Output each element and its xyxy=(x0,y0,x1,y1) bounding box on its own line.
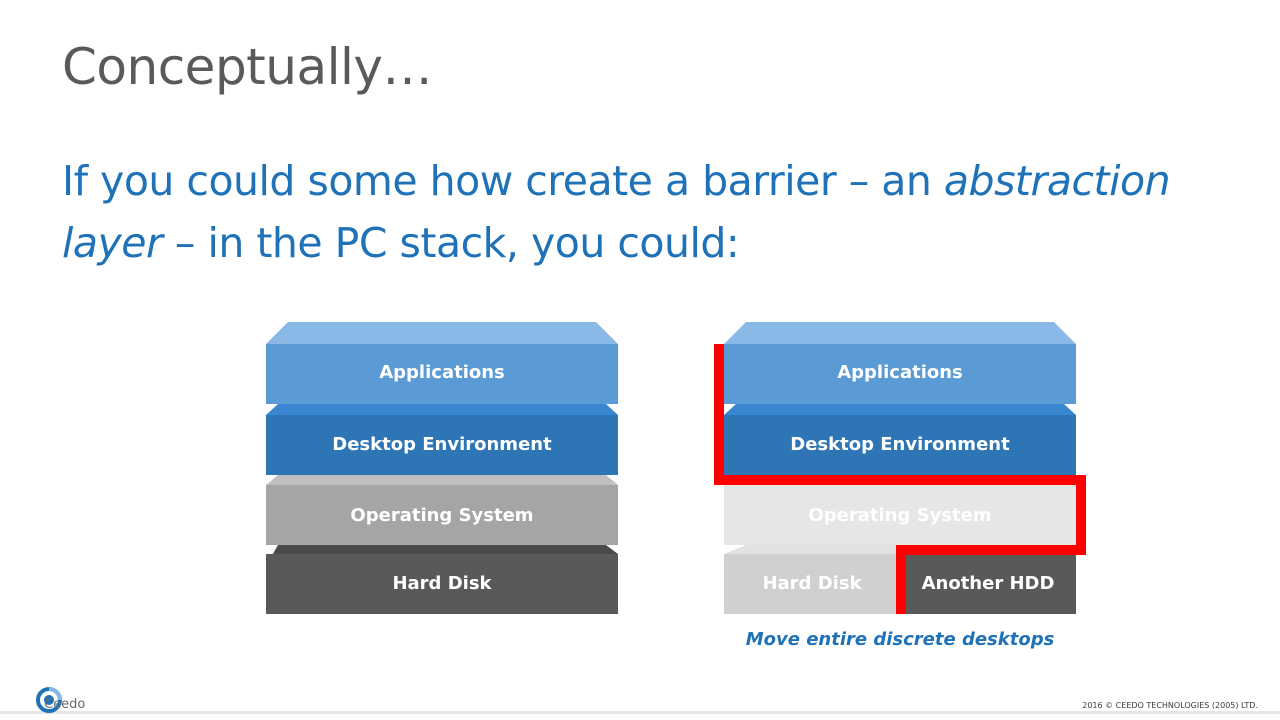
right-pc-stack: Applications Desktop Environment Operati… xyxy=(724,322,1076,614)
left-pc-stack: Applications Desktop Environment Operati… xyxy=(266,322,618,614)
hdd-layer xyxy=(266,554,618,614)
right-desktop-label: Desktop Environment xyxy=(790,434,1010,455)
right-applications-top-face xyxy=(724,322,1076,344)
os-layer xyxy=(266,485,618,545)
left-stack-graphic xyxy=(266,322,618,614)
ceedo-logo-icon xyxy=(36,687,62,713)
os-top-face xyxy=(266,475,618,485)
applications-layer xyxy=(266,344,618,404)
right-desktop-top-face xyxy=(724,404,1076,415)
left-os-label: Operating System xyxy=(350,505,534,526)
subtitle-part2: – in the PC stack, you could: xyxy=(162,219,740,267)
left-applications-label: Applications xyxy=(379,362,505,383)
slide-subtitle: If you could some how create a barrier –… xyxy=(62,150,1212,274)
slide-title: Conceptually… xyxy=(62,38,433,96)
applications-top-face xyxy=(266,322,618,344)
right-hdd-top-face xyxy=(724,545,1076,554)
subtitle-emphasis: abstraction layer xyxy=(62,157,1171,267)
footer-divider xyxy=(0,711,1280,714)
desktop-top-face xyxy=(266,404,618,415)
left-hdd-label: Hard Disk xyxy=(392,573,492,594)
desktop-layer xyxy=(266,415,618,475)
subtitle-part1: If you could some how create a barrier –… xyxy=(62,157,944,205)
right-hdd-label: Hard Disk xyxy=(762,573,862,594)
right-applications-label: Applications xyxy=(837,362,963,383)
right-os-label: Operating System xyxy=(808,505,992,526)
right-stack-caption: Move entire discrete desktops xyxy=(745,629,1055,650)
another-hdd-label: Another HDD xyxy=(921,573,1055,594)
left-desktop-label: Desktop Environment xyxy=(332,434,552,455)
ceedo-logo-text: Ceedo xyxy=(44,697,86,712)
copyright-notice: 2016 © CEEDO TECHNOLOGIES (2005) LTD. xyxy=(1082,701,1258,710)
right-os-top-face xyxy=(724,475,1076,485)
